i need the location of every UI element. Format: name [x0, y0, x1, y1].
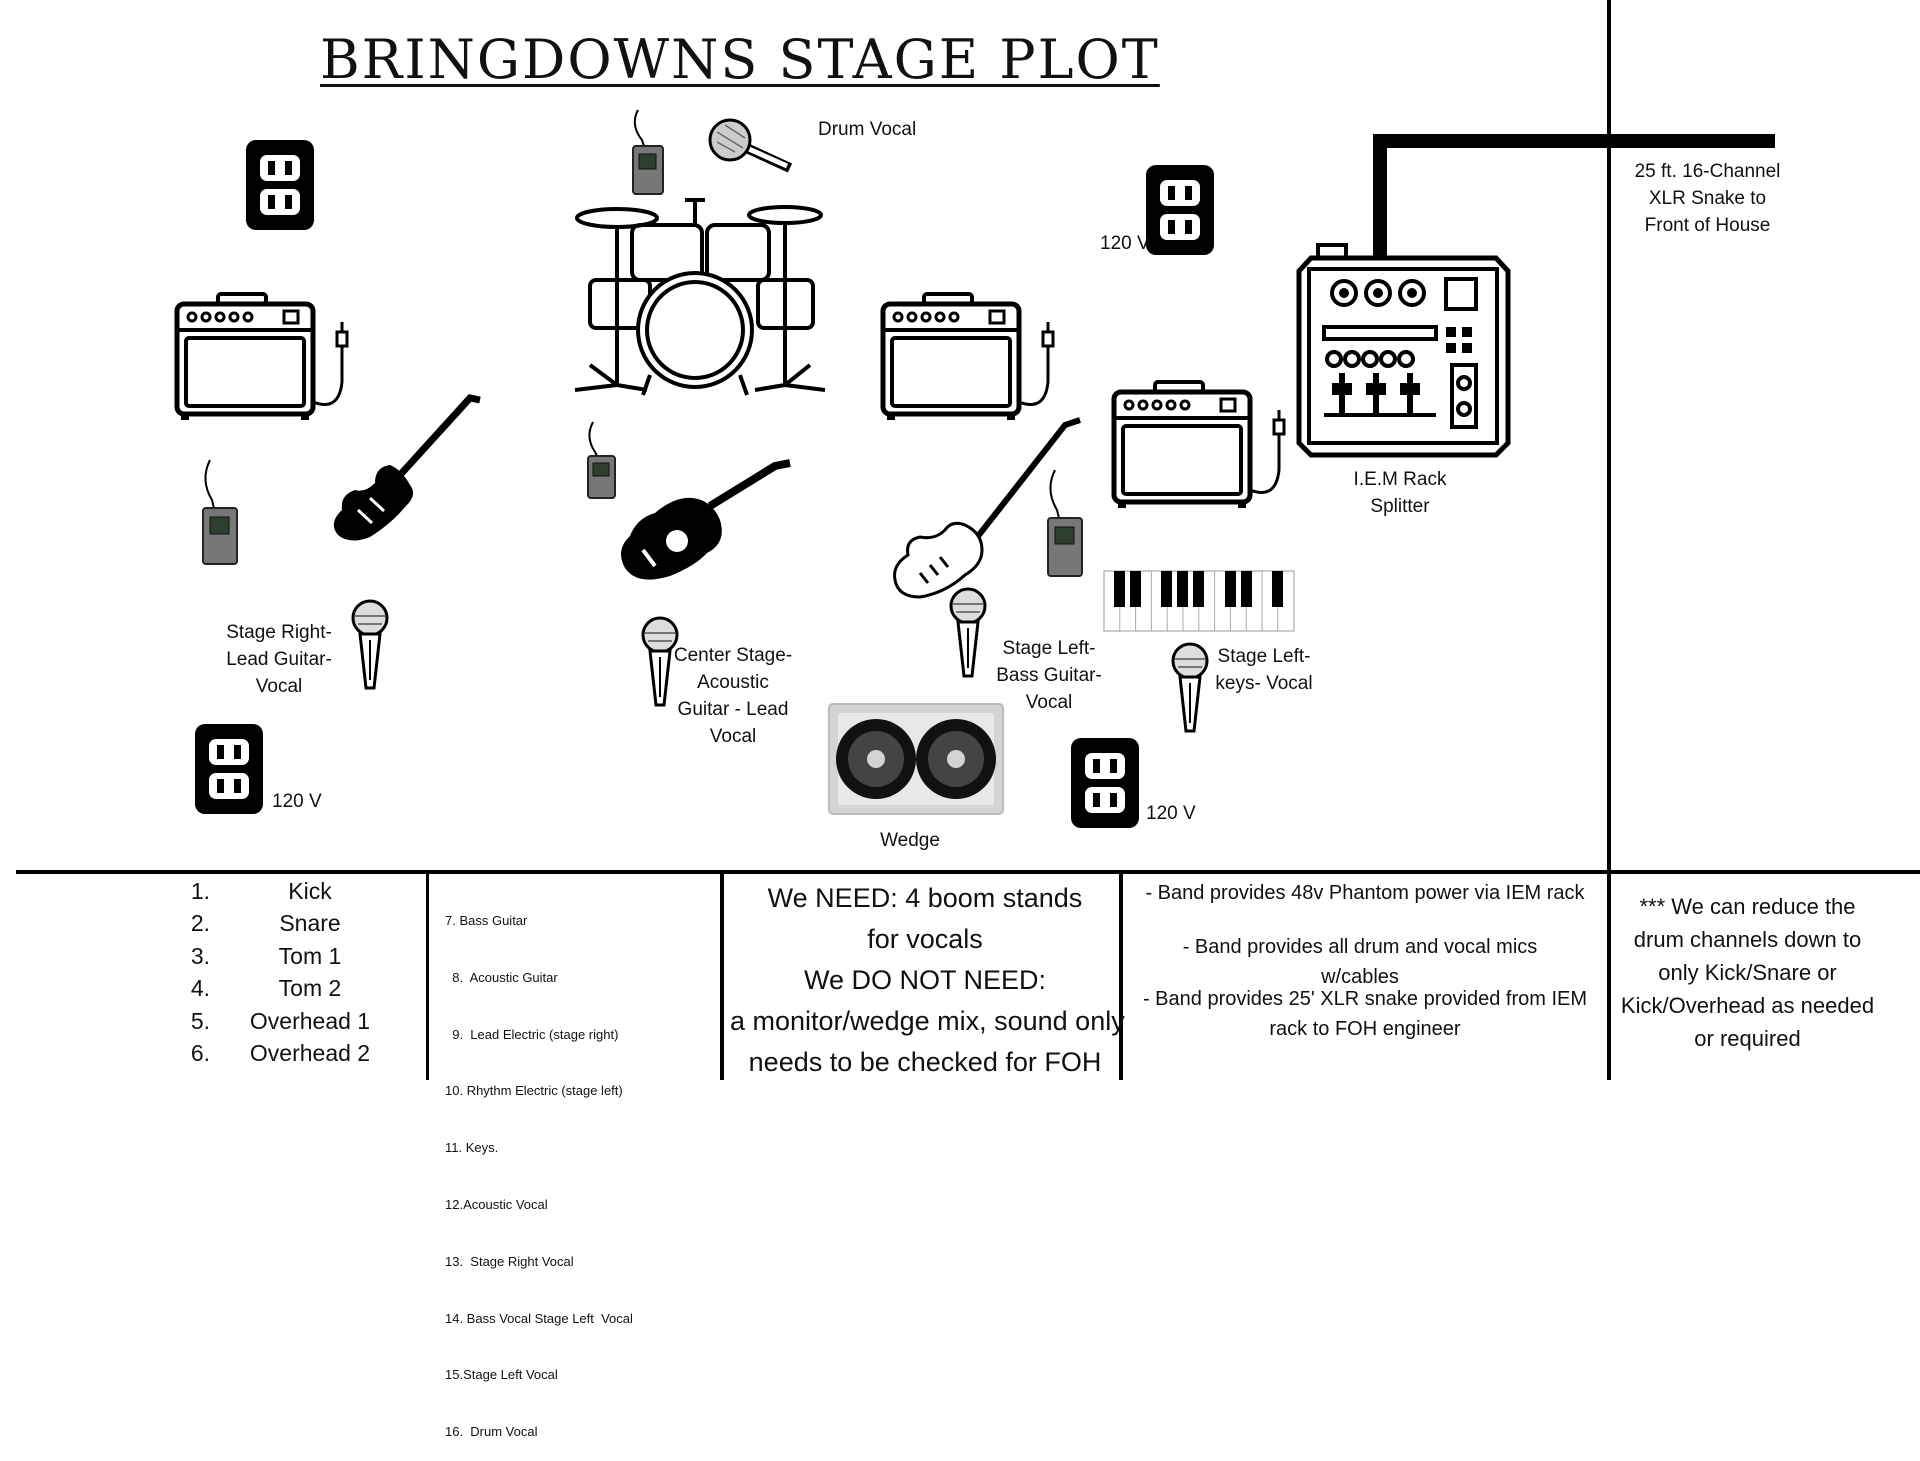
power-outlet-icon [1146, 165, 1214, 255]
iem-pack-icon [1047, 469, 1083, 577]
horizontal-divider [16, 870, 1920, 874]
needs-text: We NEED: 4 boom stands for vocals We DO … [730, 883, 1125, 1077]
voltage-label: 120 V [1146, 803, 1196, 824]
list-item: 13. Stage Right Vocal [445, 1253, 574, 1269]
list-item: 8. Acoustic Guitar [445, 969, 558, 985]
vocal-mic-icon [641, 616, 679, 707]
list-item: 3.Tom 1 [190, 942, 342, 969]
list-item: 10. Rhythm Electric (stage left) [445, 1083, 623, 1099]
drum-channel-note: *** We can reduce the drum channels down… [1620, 894, 1875, 1051]
wedge-monitor-icon [828, 703, 1004, 815]
voltage-label: 120 V [272, 791, 322, 812]
table-divider-1 [426, 872, 429, 1080]
center-stage-label: Center Stage- Acoustic Guitar - Lead Voc… [673, 645, 793, 747]
power-outlet-icon [195, 724, 263, 814]
list-item: 16. Drum Vocal [445, 1424, 538, 1440]
list-item: 11. Keys. [445, 1140, 499, 1156]
wedge-label: Wedge [880, 830, 940, 851]
electric-guitar-icon [333, 394, 481, 541]
table-divider-3 [1119, 872, 1123, 1080]
iem-rack-label: I.E.M Rack Splitter [1353, 469, 1447, 517]
list-item: 5.Overhead 1 [190, 1007, 371, 1034]
list-item: 4.Tom 2 [190, 975, 342, 1002]
keyboard-amp-icon [1111, 380, 1286, 508]
stage-left-bass-label: Stage Left- Bass Guitar- Vocal [996, 638, 1102, 713]
snake-cable [1373, 134, 1775, 262]
acoustic-guitar-icon [621, 459, 791, 580]
list-item: 12.Acoustic Vocal [445, 1196, 548, 1212]
stage-right-label: Stage Right- Lead Guitar- Vocal [226, 622, 332, 697]
stage-left-keys-label: Stage Left- keys- Vocal [1215, 646, 1313, 694]
vertical-divider-right [1607, 0, 1611, 1080]
power-outlet-icon [1071, 738, 1139, 828]
keyboard-icon [1103, 570, 1295, 632]
list-item: 14. Bass Vocal Stage Left Vocal [445, 1310, 633, 1326]
provides-3: - Band provides 25' XLR snake provided f… [1142, 988, 1588, 1040]
list-item: 2.Snare [190, 910, 341, 937]
iem-pack-icon [202, 459, 238, 565]
drum-vocal-mic-icon [708, 118, 793, 173]
table-divider-2 [720, 872, 724, 1080]
power-outlet-icon [246, 140, 314, 230]
iem-rack-splitter-icon [1296, 243, 1511, 458]
list-item: 6.Overhead 2 [190, 1040, 371, 1067]
list-item: 15.Stage Left Vocal [445, 1367, 558, 1383]
guitar-amp-icon [174, 292, 349, 420]
vocal-mic-icon [1171, 642, 1209, 733]
list-item: 1.Kick [190, 877, 332, 904]
list-item: 9. Lead Electric (stage right) [445, 1026, 619, 1042]
drum-kit-icon [574, 198, 826, 396]
page-title: BRINGDOWNS STAGE PLOT [320, 28, 1160, 91]
list-item: 7. Bass Guitar [445, 913, 528, 928]
vocal-mic-icon [949, 587, 987, 678]
snake-label: 25 ft. 16-Channel XLR Snake to Front of … [1634, 161, 1781, 236]
iem-pack-icon [632, 109, 664, 195]
provides-1: - Band provides 48v Phantom power via IE… [1145, 882, 1585, 904]
provides-2: - Band provides all drum and vocal mics … [1182, 936, 1538, 988]
vocal-mic-icon [351, 599, 389, 690]
voltage-label: 120 V [1100, 233, 1150, 254]
iem-pack-icon [587, 421, 616, 499]
bass-guitar-icon [893, 417, 1081, 599]
channel-list-instruments: 7. Bass Guitar 8. Acoustic Guitar 9. Lea… [445, 875, 633, 1461]
guitar-amp-icon [880, 292, 1055, 420]
drum-vocal-label: Drum Vocal [818, 119, 917, 140]
channel-list-drums: 1.Kick 2.Snare 3.Tom 1 4.Tom 2 5.Overhea… [150, 875, 410, 1070]
